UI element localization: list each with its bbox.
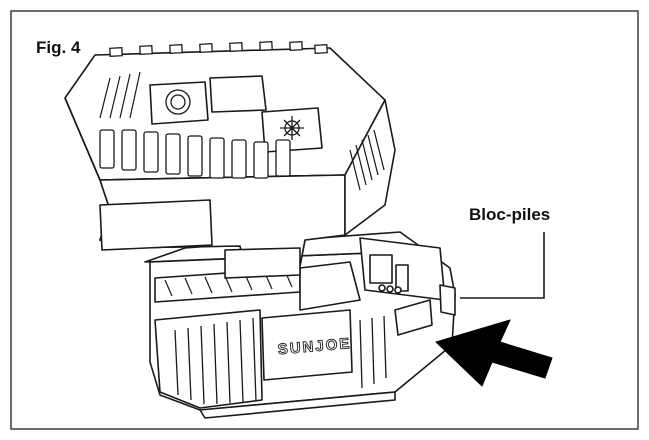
battery-ribs — [174, 315, 387, 405]
callout-leader — [460, 232, 545, 299]
charger-front-ribs — [99, 129, 291, 179]
charger-side-vents — [349, 129, 385, 191]
charger-status-icons — [165, 89, 304, 140]
figure-label: Fig. 4 — [36, 38, 81, 57]
charger-top-notches — [109, 41, 328, 57]
battery-pack-callout: Bloc-piles — [469, 205, 551, 224]
insert-arrow-icon — [435, 319, 553, 387]
frame — [10, 10, 639, 430]
battery-pack — [144, 231, 456, 419]
charger-vents — [99, 71, 141, 119]
